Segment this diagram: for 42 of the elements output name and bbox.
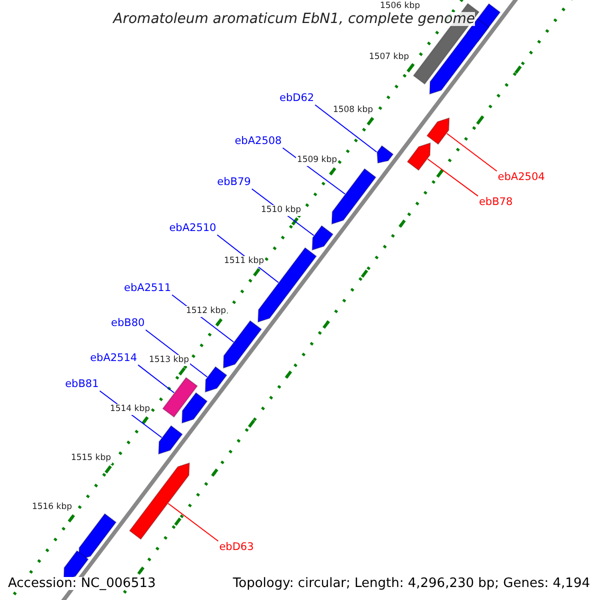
scale-label: 1514 kbp [108,404,151,414]
gene-label: ebB81 [65,379,99,390]
gene-feature [78,513,117,561]
accession-text: Accession: NC_006513 [8,577,156,590]
gene-label: ebB78 [478,197,513,208]
gene-feature [331,168,376,225]
genome-summary-text: Topology: circular; Length: 4,296,230 bp; Genes: 4,194 [232,577,590,590]
gene-label: ebA2508 [234,136,282,147]
scale-label: 1515 kbp [70,453,112,464]
scale-label: 1507 kbp [368,52,410,62]
gene-feature [162,376,198,418]
leader-line [314,104,378,152]
gene-feature [376,145,394,164]
gene-feature [128,462,190,540]
scale-label: 1511 kbp [222,256,265,266]
gene-feature [406,142,431,171]
gene-label: ebB80 [110,318,145,329]
gene-feature [158,425,183,455]
leader-line [138,364,175,394]
leader-line [168,503,219,542]
scale-label: 1516 kbp [30,502,73,512]
gene-feature [426,117,450,145]
scale-label: 1512 kbp [184,306,227,316]
gene-feature [222,320,262,369]
gene-feature [204,366,228,393]
gene-feature [312,225,334,251]
title: Aromatoleum aromaticum EbN1, complete genome [113,12,475,26]
scale-label: 1509 kbp [296,155,338,166]
leader-line [446,133,498,172]
gene-label: ebD62 [280,93,314,104]
gene-label: ebB79 [217,177,251,188]
scale-label: 1508 kbp [332,105,374,116]
leader-line [427,158,478,197]
gene-label: ebA2504 [498,172,545,183]
scale-label: 1510 kbp [260,205,302,216]
scale-label: 1513 kbp [148,355,190,366]
gene-label: ebA2514 [90,353,138,364]
gene-label: ebA2510 [169,223,216,234]
gene-label: ebD63 [219,542,254,553]
scale-label: 1506 kbp [378,1,421,12]
gene-label: ebA2511 [124,283,172,294]
gene-feature [181,392,208,424]
